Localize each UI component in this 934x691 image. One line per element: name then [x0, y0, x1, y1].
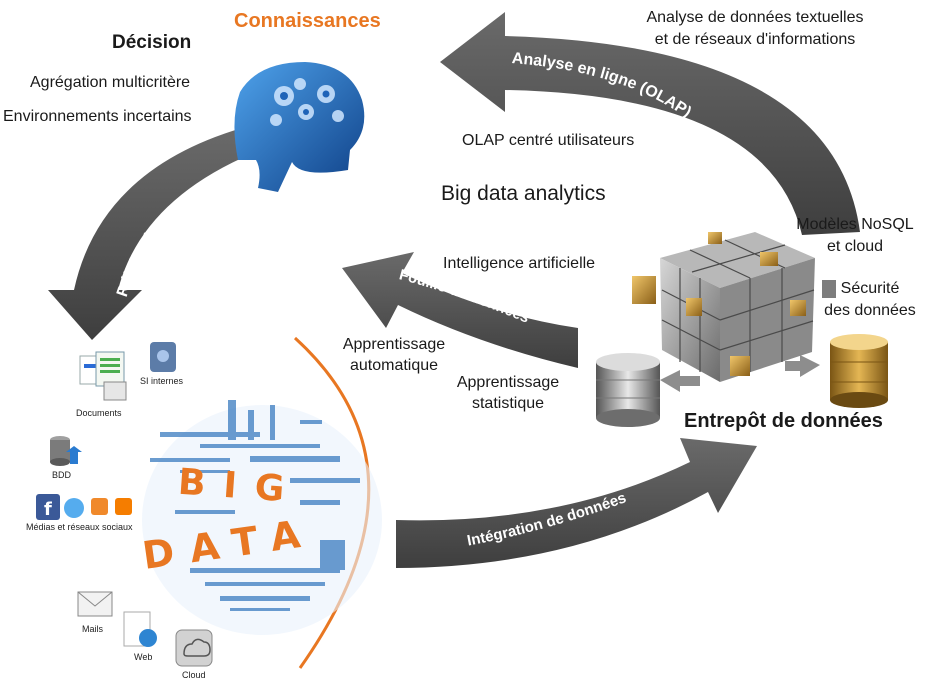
integration-arrow — [396, 438, 757, 568]
securite-line-2: des données — [824, 302, 916, 319]
nosql-line-1: Modèles NoSQL — [796, 216, 914, 233]
nosql-line-2: et cloud — [826, 238, 884, 255]
agregation-label: Agrégation multicritère — [30, 74, 191, 91]
apprentissage-statistique-label: Apprentissage statistique — [440, 372, 576, 414]
apprentissage-statistique-line-2: statistique — [471, 395, 545, 412]
database-cylinder-gold-icon — [830, 334, 888, 408]
medias-label: Médias et réseaux sociaux — [26, 522, 133, 532]
wordcloud — [142, 400, 382, 635]
decision-label: Décision — [112, 32, 192, 53]
cloud-label: Cloud — [182, 670, 206, 680]
mail-icon — [77, 591, 113, 617]
si-internes-label: SI internes — [140, 376, 184, 386]
wordcloud-big: BIG — [176, 461, 304, 512]
documents-icon — [79, 351, 127, 401]
si-internes-icon — [150, 342, 176, 372]
database-cylinder-silver-icon — [596, 353, 660, 427]
environnements-label: Environnements incertains — [3, 108, 192, 125]
cloud-icon — [175, 629, 213, 667]
analyse-textuelle-line-2: et de réseaux d'informations — [654, 31, 856, 48]
head-icon — [234, 62, 365, 192]
apprentissage-automatique-line-2: automatique — [349, 357, 439, 374]
fouille-arrow — [342, 252, 578, 368]
securite-label: Sécurité des données — [806, 278, 934, 322]
bdd-label: BDD — [52, 470, 72, 480]
twitter-icon — [64, 498, 84, 518]
olap-arrow — [440, 12, 860, 235]
svg-text:f: f — [44, 499, 52, 520]
data-cube-icon — [632, 232, 836, 382]
apprentissage-automatique-line-1: Apprentissage — [342, 336, 446, 353]
mails-label: Mails — [82, 624, 104, 634]
documents-label: Documents — [76, 408, 122, 418]
apprentissage-statistique-line-1: Apprentissage — [456, 374, 560, 391]
intelligence-artificielle-label: Intelligence artificielle — [443, 255, 596, 272]
blogger-icon — [115, 498, 132, 515]
analyse-textuelle-line-1: Analyse de données textuelles — [646, 9, 864, 26]
analyse-textuelle-label: Analyse de données textuelles et de rése… — [610, 7, 900, 51]
bdd-icon — [50, 436, 82, 466]
olap-utilisateurs-label: OLAP centré utilisateurs — [462, 132, 635, 149]
rss-icon — [91, 498, 108, 515]
reinjection-arrow — [48, 128, 242, 340]
nosql-label: Modèles NoSQL et cloud — [780, 214, 930, 258]
entrepot-label: Entrepôt de données — [684, 410, 883, 432]
apprentissage-automatique-label: Apprentissage automatique — [326, 334, 462, 376]
securite-line-1: Sécurité — [840, 280, 900, 297]
web-label: Web — [134, 652, 153, 662]
facebook-icon: f — [36, 494, 60, 520]
connaissances-label: Connaissances — [234, 10, 381, 32]
big-data-analytics-label: Big data analytics — [441, 182, 606, 205]
web-icon — [123, 611, 157, 647]
cube-connector-arrows — [660, 355, 820, 392]
